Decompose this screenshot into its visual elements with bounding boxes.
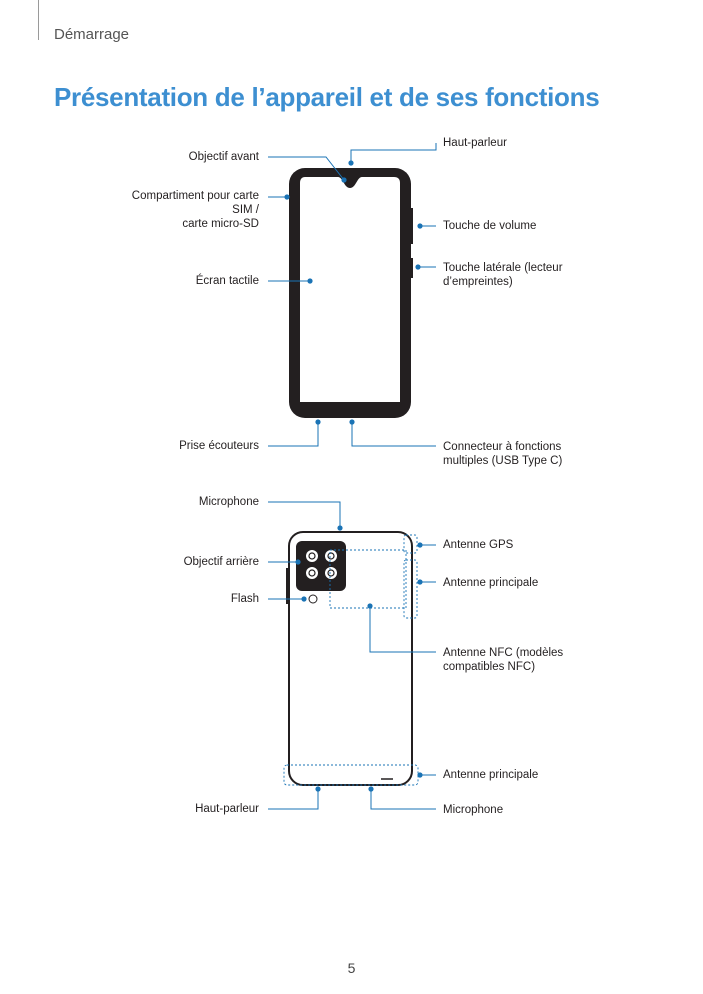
back-callout-dots — [295, 525, 423, 792]
label-antenne-nfc-line-1: Antenne NFC (modèles — [443, 647, 564, 659]
label-haut-parleur-front: Haut-parleur — [443, 137, 507, 149]
label-objectif-avant: Objectif avant — [188, 151, 259, 163]
front-callout-lines — [268, 143, 437, 447]
label-antenne-nfc: Antenne NFC (modèles compatibles NFC) — [443, 646, 563, 674]
label-haut-parleur-back: Haut-parleur — [195, 803, 259, 815]
section-name: Démarrage — [54, 26, 130, 43]
page-number: 5 — [347, 960, 356, 976]
back-phone-illustration — [286, 531, 413, 786]
back-callout-lines — [268, 501, 436, 810]
label-connecteur-line-1: Connecteur à fonctions — [443, 441, 562, 453]
label-objectif-arriere: Objectif arrière — [183, 556, 259, 568]
page-title: Présentation de l’appareil et de ses fon… — [54, 82, 600, 112]
label-touche-laterale: Touche latérale (lecteur d’empreintes) — [443, 261, 563, 289]
label-touche-volume: Touche de volume — [443, 220, 537, 232]
label-connecteur-line-2: multiples (USB Type C) — [443, 455, 563, 467]
label-connecteur: Connecteur à fonctions multiples (USB Ty… — [443, 440, 562, 468]
label-microphone-bottom: Microphone — [443, 804, 504, 816]
label-ecran-tactile: Écran tactile — [195, 275, 259, 287]
label-touche-laterale-line-2: d’empreintes) — [443, 276, 513, 288]
front-phone-illustration — [289, 168, 413, 418]
header-rule — [38, 0, 39, 40]
label-compartiment-line-1: Compartiment pour carte — [131, 190, 259, 202]
label-flash: Flash — [230, 593, 259, 605]
label-compartiment-line-3: carte micro-SD — [182, 218, 259, 230]
label-antenne-principale-2: Antenne principale — [443, 769, 539, 781]
label-antenne-gps: Antenne GPS — [443, 539, 514, 551]
label-antenne-nfc-line-2: compatibles NFC) — [443, 661, 536, 673]
label-compartiment-sim: Compartiment pour carte SIM / carte micr… — [132, 189, 259, 231]
label-microphone-top: Microphone — [198, 496, 259, 508]
label-antenne-principale-1: Antenne principale — [443, 577, 539, 589]
label-prise-ecouteurs: Prise écouteurs — [179, 440, 259, 452]
antenna-zones — [283, 534, 419, 786]
label-compartiment-line-2: SIM / — [232, 204, 259, 216]
front-callout-dots — [284, 160, 423, 425]
label-touche-laterale-line-1: Touche latérale (lecteur — [443, 262, 563, 274]
